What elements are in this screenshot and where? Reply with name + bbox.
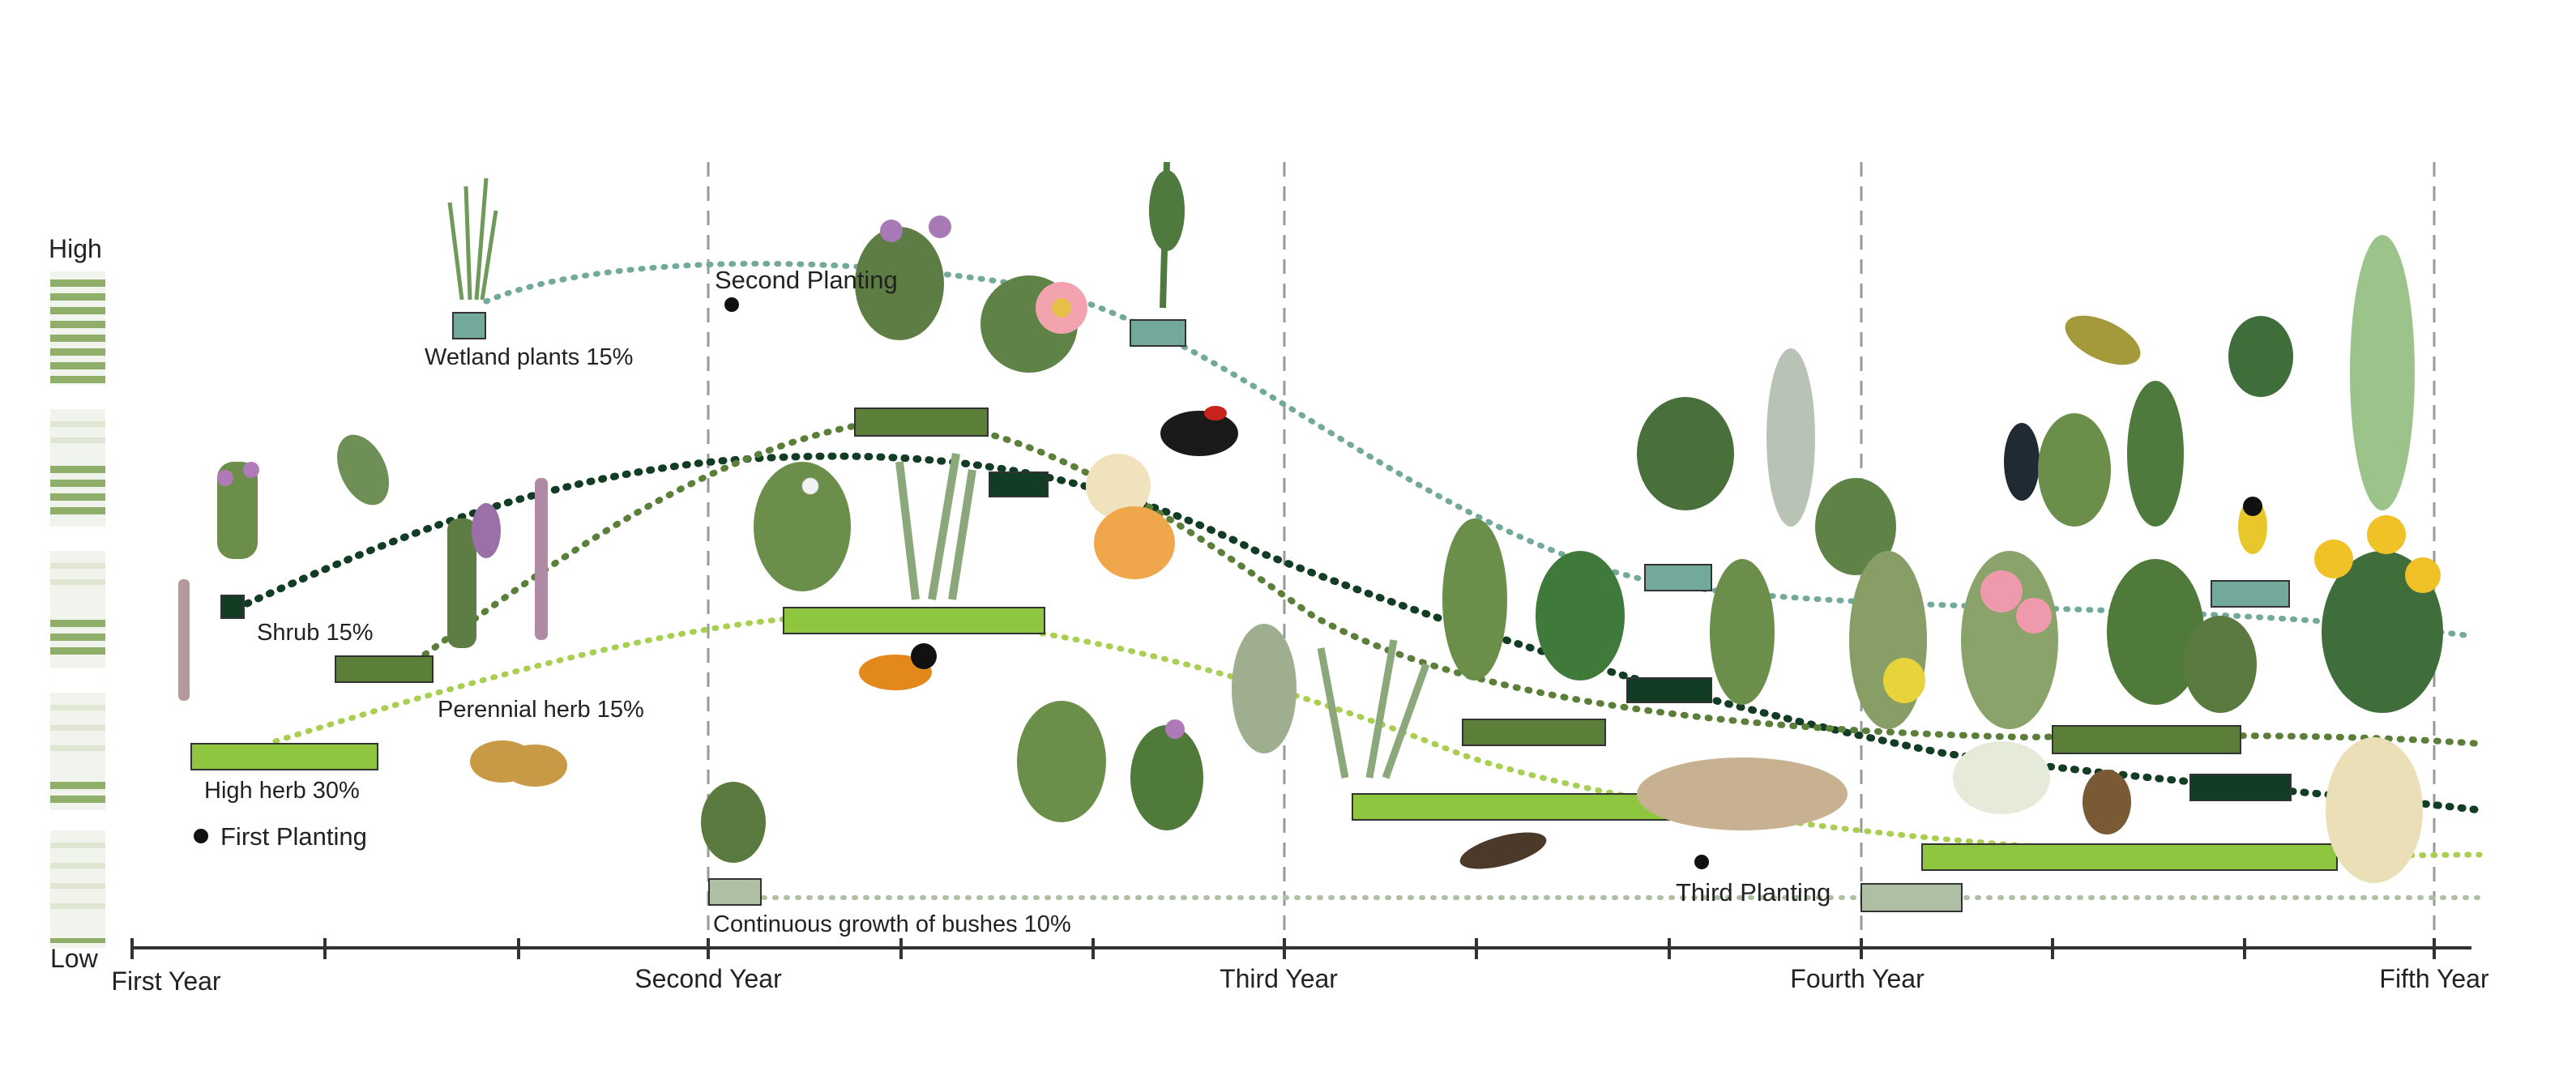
curve-high-herb — [272, 612, 2483, 859]
bar-high-herb-3 — [1352, 793, 1686, 821]
event-third-label: Third Planting — [1676, 878, 1831, 907]
bar-high-herb-1 — [190, 743, 378, 770]
bar-perennial-1 — [335, 655, 434, 683]
year-label-first: First Year — [111, 966, 221, 996]
level-block-4 — [50, 693, 105, 810]
plant-illustration-icon — [1232, 348, 1927, 830]
bar-shrub-1 — [220, 595, 245, 619]
bar-high-herb-2 — [783, 607, 1045, 634]
label-shrub: Shrub 15% — [257, 620, 374, 646]
butterfly-illustration-icon — [337, 434, 567, 787]
illustrations — [178, 161, 2443, 883]
bar-shrub-3 — [1626, 677, 1712, 703]
level-high-label: High — [49, 234, 102, 263]
year-label-second: Second Year — [634, 964, 782, 993]
bar-perennial-2 — [854, 407, 989, 437]
label-wetland: Wetland plants 15% — [425, 344, 633, 370]
level-block-2 — [50, 409, 105, 527]
bar-wetland-4 — [2211, 580, 2290, 608]
planting-events: First Planting Second Planting Third Pla… — [194, 266, 1831, 907]
bird-illustration-icon — [859, 315, 2267, 869]
bar-wetland-1 — [452, 312, 486, 339]
bar-perennial-4 — [2052, 725, 2241, 754]
curve-wetland — [483, 260, 2475, 639]
event-first-label: First Planting — [220, 822, 367, 851]
level-low-label: Low — [50, 944, 99, 973]
bar-high-herb-4 — [1921, 843, 2338, 871]
event-second-dot — [724, 297, 739, 312]
duration-bars — [190, 312, 2338, 912]
level-block-1 — [50, 271, 105, 385]
plant-illustration-icon — [178, 462, 548, 701]
bar-perennial-3 — [1462, 719, 1606, 746]
label-bush: Continuous growth of bushes 10% — [713, 911, 1071, 937]
bar-bush-1 — [708, 878, 762, 906]
label-perennial: Perennial herb 15% — [438, 697, 644, 723]
event-third-dot — [1694, 855, 1709, 869]
level-block-5 — [50, 830, 105, 948]
bar-shrub-4 — [2189, 774, 2292, 801]
bar-shrub-2 — [989, 471, 1049, 497]
event-first-dot — [194, 829, 208, 843]
curve-shrub — [243, 452, 2484, 814]
year-labels: First Year Second Year Third Year Fourth… — [111, 964, 2489, 996]
plant-illustration-icon — [447, 177, 498, 301]
level-scale: High — [49, 234, 105, 973]
year-label-fifth: Fifth Year — [2379, 964, 2489, 993]
bar-wetland-2 — [1130, 319, 1186, 347]
level-block-3 — [50, 551, 105, 668]
plant-illustration-icon — [701, 161, 1203, 863]
year-label-third: Third Year — [1220, 964, 1338, 993]
plant-illustration-icon — [1953, 235, 2443, 883]
bar-bush-2 — [1860, 883, 1963, 912]
time-axis — [130, 938, 2471, 959]
label-high-herb: High herb 30% — [204, 778, 360, 804]
year-label-fourth: Fourth Year — [1790, 964, 1925, 993]
event-second-label: Second Planting — [715, 266, 898, 294]
bar-wetland-3 — [1644, 564, 1712, 591]
group-labels: Wetland plants 15% Shrub 15% Perennial h… — [204, 344, 1071, 937]
